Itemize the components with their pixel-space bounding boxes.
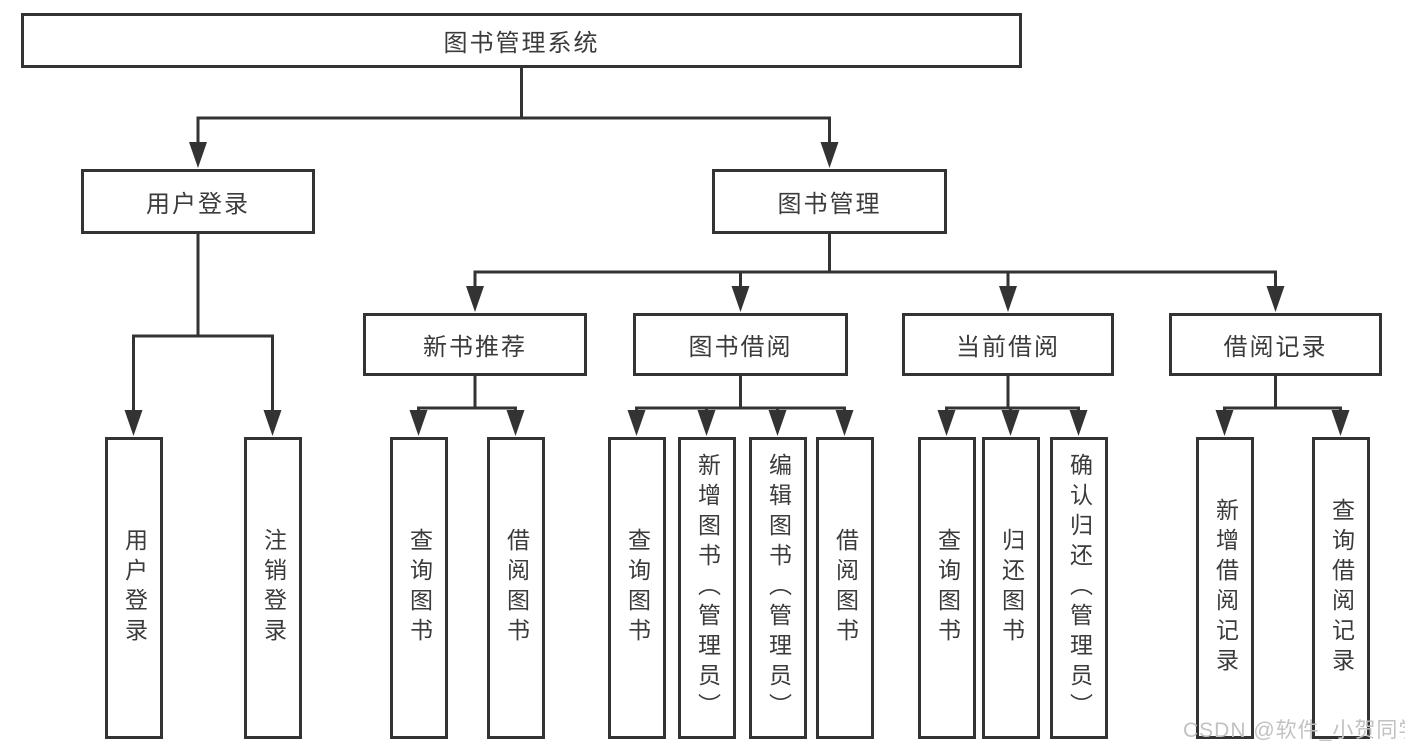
leaf-confirm-return-admin-label: 确认归还（管理员）	[1066, 453, 1093, 723]
leaf-confirm-return-admin: 确认归还（管理员）	[1050, 437, 1108, 739]
csdn-watermark: CSDN @软件_小贺同学	[1183, 719, 1405, 742]
leaf-query-books-borrowing: 查询图书	[608, 437, 666, 739]
leaf-query-books-recommend: 查询图书	[390, 437, 448, 739]
node-borrow-records-label: 借阅记录	[1223, 334, 1328, 361]
node-user-login-label: 用户登录	[146, 191, 250, 218]
node-book-management: 图书管理	[712, 169, 947, 234]
leaf-add-borrow-record: 新增借阅记录	[1196, 437, 1254, 739]
leaf-add-books-admin-label: 新增图书（管理员）	[694, 453, 721, 723]
leaf-return-books-label: 归还图书	[998, 528, 1025, 648]
leaf-query-books-borrowing-label: 查询图书	[624, 528, 651, 648]
node-new-book-recommend: 新书推荐	[363, 313, 587, 376]
node-book-borrowing-label: 图书借阅	[688, 334, 793, 361]
leaf-user-login-label: 用户登录	[121, 528, 148, 648]
leaf-return-books: 归还图书	[982, 437, 1040, 739]
leaf-edit-books-admin-label: 编辑图书（管理员）	[765, 453, 792, 723]
leaf-add-borrow-record-label: 新增借阅记录	[1212, 498, 1239, 678]
leaf-query-borrow-record-label: 查询借阅记录	[1328, 498, 1355, 678]
node-borrow-records: 借阅记录	[1169, 313, 1382, 376]
node-current-borrowing-label: 当前借阅	[956, 334, 1060, 361]
leaf-logout: 注销登录	[244, 437, 302, 739]
leaf-borrow-books-recommend: 借阅图书	[487, 437, 545, 739]
leaf-edit-books-admin: 编辑图书（管理员）	[749, 437, 807, 739]
leaf-query-books-current-label: 查询图书	[934, 528, 961, 648]
leaf-query-borrow-record: 查询借阅记录	[1312, 437, 1370, 739]
leaf-borrow-books-borrowing-label: 借阅图书	[832, 528, 859, 648]
leaf-user-login: 用户登录	[105, 437, 163, 739]
node-library-system-label: 图书管理系统	[443, 30, 600, 57]
node-book-borrowing: 图书借阅	[633, 313, 848, 376]
node-new-book-recommend-label: 新书推荐	[423, 334, 527, 361]
leaf-query-books-recommend-label: 查询图书	[406, 528, 433, 648]
leaf-logout-label: 注销登录	[260, 528, 287, 648]
leaf-query-books-current: 查询图书	[918, 437, 976, 739]
leaf-add-books-admin: 新增图书（管理员）	[678, 437, 736, 739]
leaf-borrow-books-recommend-label: 借阅图书	[503, 528, 530, 648]
node-book-management-label: 图书管理	[777, 191, 882, 218]
leaf-borrow-books-borrowing: 借阅图书	[816, 437, 874, 739]
node-library-system: 图书管理系统	[21, 13, 1022, 68]
node-user-login: 用户登录	[81, 169, 315, 234]
node-current-borrowing: 当前借阅	[902, 313, 1114, 376]
